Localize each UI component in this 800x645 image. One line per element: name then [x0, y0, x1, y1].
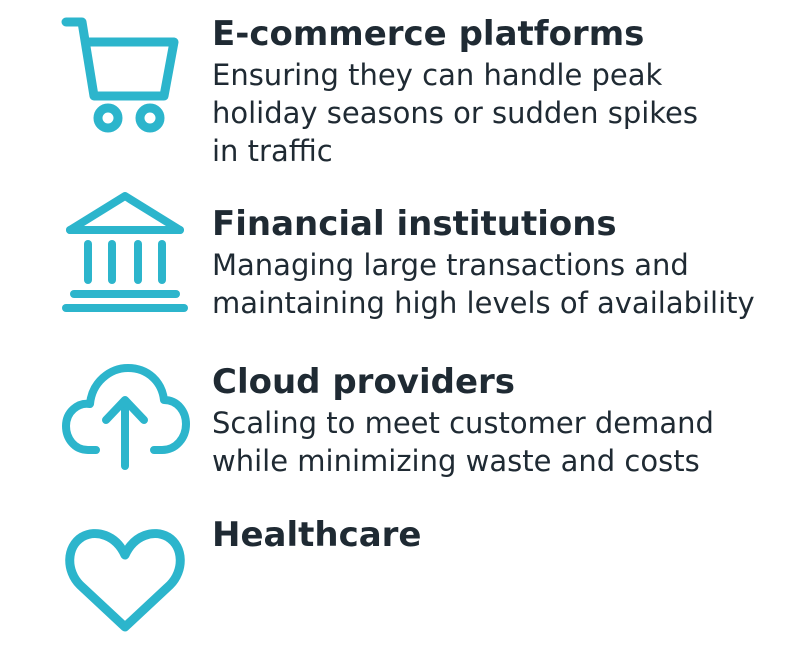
item-title: Healthcare: [212, 515, 422, 555]
item-title: Financial institutions: [212, 204, 617, 244]
item-title: E-commerce platforms: [212, 14, 645, 54]
item-description: Scaling to meet customer demand while mi…: [212, 406, 714, 478]
heart-icon: [60, 515, 190, 645]
item-description: Ensuring they can handle peak holiday se…: [212, 58, 698, 168]
item-description: Managing large transactions and maintain…: [212, 248, 755, 320]
shopping-cart-icon: [60, 14, 190, 144]
cloud-upload-icon: [60, 354, 190, 484]
bank-icon: [60, 190, 190, 320]
item-title: Cloud providers: [212, 362, 516, 402]
